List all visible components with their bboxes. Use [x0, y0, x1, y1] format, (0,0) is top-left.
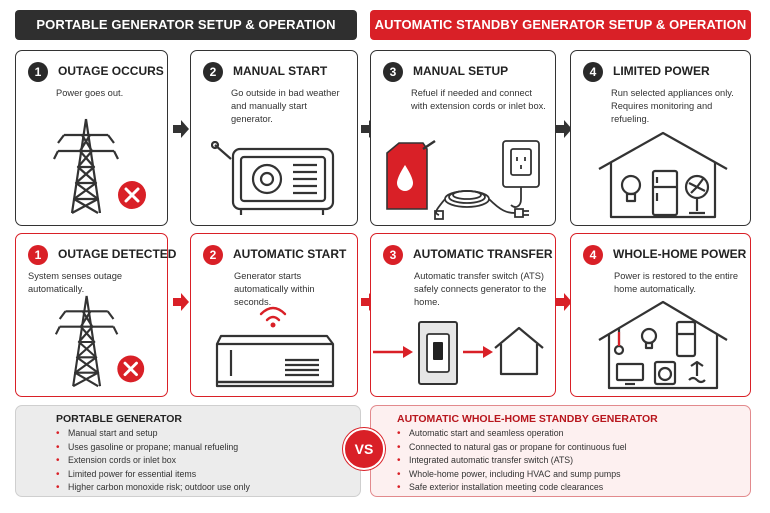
- step-number: 1: [28, 245, 48, 265]
- step-description: Automatic transfer switch (ATS) safely c…: [414, 271, 547, 307]
- step-title: MANUAL START: [233, 64, 328, 78]
- step-description: System senses outage automatically.: [28, 271, 123, 294]
- step-number: 2: [203, 245, 223, 265]
- portable-comparison-panel: PORTABLE GENERATOR Manual start and setu…: [15, 405, 361, 497]
- standby-generator-icon: [215, 306, 335, 388]
- portable-step-1-card: 1 OUTAGE OCCURS Power goes out.: [15, 50, 168, 226]
- step-number: 4: [583, 245, 603, 265]
- step-title: AUTOMATIC START: [233, 247, 347, 261]
- step-title: OUTAGE OCCURS: [58, 64, 164, 78]
- list-item: Uses gasoline or propane; manual refueli…: [56, 441, 250, 455]
- list-item: Extension cords or inlet box: [56, 454, 250, 468]
- step-title: WHOLE-HOME POWER: [613, 247, 747, 261]
- arrow-right-icon: [556, 293, 572, 311]
- list-item: Manual start and setup: [56, 427, 250, 441]
- list-item: Automatic start and seamless operation: [397, 427, 627, 441]
- power-tower-icon: [53, 118, 146, 214]
- step-number: 3: [383, 245, 403, 265]
- step-number: 1: [28, 62, 48, 82]
- list-item: Connected to natural gas or propane for …: [397, 441, 627, 455]
- step-description: Refuel if needed and connect with extens…: [411, 88, 546, 111]
- standby-comparison-panel: AUTOMATIC WHOLE-HOME STANDBY GENERATOR A…: [370, 405, 751, 497]
- whole-home-icon: [598, 300, 728, 390]
- portable-section-header: PORTABLE GENERATOR SETUP & OPERATION: [15, 10, 357, 40]
- list-item: Limited power for essential items: [56, 468, 250, 482]
- standby-feature-list: Automatic start and seamless operation C…: [397, 427, 627, 495]
- arrow-right-icon: [173, 120, 189, 138]
- step-title: AUTOMATIC TRANSFER: [413, 247, 553, 261]
- list-item: Higher carbon monoxide risk; outdoor use…: [56, 481, 250, 495]
- vs-badge: VS: [343, 428, 385, 470]
- standby-section-header: AUTOMATIC STANDBY GENERATOR SETUP & OPER…: [370, 10, 751, 40]
- standby-step-4-card: 4 WHOLE-HOME POWER Power is restored to …: [570, 233, 751, 397]
- portable-step-2-card: 2 MANUAL START Go outside in bad weather…: [190, 50, 358, 226]
- portable-step-3-card: 3 MANUAL SETUP Refuel if needed and conn…: [370, 50, 556, 226]
- step-number: 2: [203, 62, 223, 82]
- comparison-title: AUTOMATIC WHOLE-HOME STANDBY GENERATOR: [397, 413, 658, 425]
- list-item: Safe exterior installation meeting code …: [397, 481, 627, 495]
- list-item: Whole-home power, including HVAC and sum…: [397, 468, 627, 482]
- standby-step-2-card: 2 AUTOMATIC START Generator starts autom…: [190, 233, 358, 397]
- step-description: Power goes out.: [56, 88, 124, 98]
- portable-feature-list: Manual start and setup Uses gasoline or …: [56, 427, 250, 495]
- portable-step-4-card: 4 LIMITED POWER Run selected appliances …: [570, 50, 751, 226]
- step-description: Generator starts automatically within se…: [234, 271, 315, 307]
- step-title: MANUAL SETUP: [413, 64, 509, 78]
- arrow-right-icon: [556, 120, 572, 138]
- portable-generator-icon: [211, 141, 335, 215]
- step-title: LIMITED POWER: [613, 64, 710, 78]
- list-item: Integrated automatic transfer switch (AT…: [397, 454, 627, 468]
- step-number: 3: [383, 62, 403, 82]
- standby-step-3-card: 3 AUTOMATIC TRANSFER Automatic transfer …: [370, 233, 556, 397]
- step-title: OUTAGE DETECTED: [58, 247, 177, 261]
- comparison-title: PORTABLE GENERATOR: [56, 413, 183, 425]
- step-number: 4: [583, 62, 603, 82]
- step-description: Go outside in bad weather and manually s…: [231, 88, 340, 124]
- fuel-can-icon: [386, 139, 540, 220]
- step-description: Power is restored to the entire home aut…: [614, 271, 739, 294]
- transfer-switch-icon: [373, 321, 544, 385]
- power-tower-icon: [54, 295, 145, 388]
- house-appliances-icon: [598, 131, 728, 219]
- standby-step-1-card: 1 OUTAGE DETECTED System senses outage a…: [15, 233, 176, 397]
- arrow-right-icon: [173, 293, 189, 311]
- step-description: Run selected appliances only. Requires m…: [611, 88, 734, 124]
